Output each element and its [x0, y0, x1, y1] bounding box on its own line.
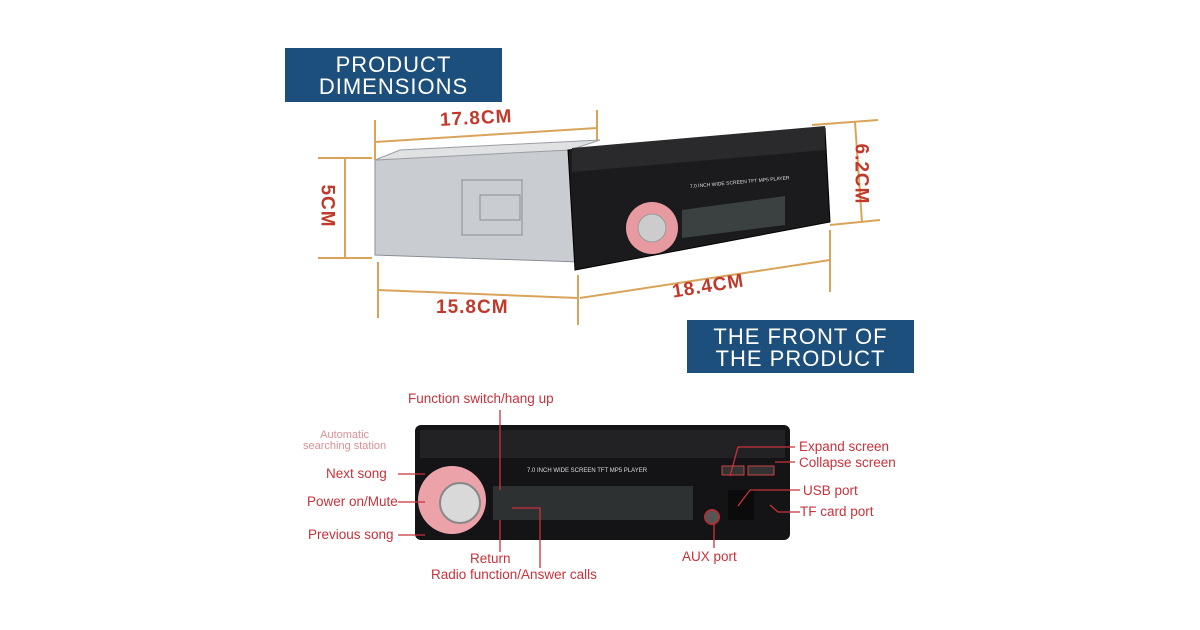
- label-line: searching station: [303, 440, 387, 452]
- callout-lines: [398, 410, 800, 568]
- label-function-switch: Function switch/hang up: [408, 391, 554, 406]
- front-device: 7.0 INCH WIDE SCREEN TFT MP5 PLAYER: [415, 425, 790, 540]
- label-auto-search: Automatic searching station: [303, 430, 386, 452]
- label-expand: Expand screen: [799, 439, 890, 454]
- dim-front-height: 6.2CM: [850, 143, 872, 205]
- label-collapse: Collapse screen: [799, 455, 896, 470]
- label-next-song: Next song: [326, 466, 387, 481]
- dim-top-length: 17.8CM: [439, 106, 514, 131]
- dim-case-height: 5CM: [316, 184, 338, 228]
- front-panel-text: 7.0 INCH WIDE SCREEN TFT MP5 PLAYER: [527, 468, 648, 474]
- banner-line: PRODUCT: [335, 52, 452, 77]
- label-line: Automatic: [320, 429, 370, 441]
- top-device: 7.0 INCH WIDE SCREEN TFT MP5 PLAYER: [374, 126, 831, 271]
- banner-line: THE FRONT OF: [713, 324, 888, 349]
- label-return: Return: [470, 551, 511, 566]
- front-of-product-banner: THE FRONT OF THE PRODUCT: [687, 320, 914, 373]
- banner-line: DIMENSIONS: [318, 74, 469, 99]
- label-tf: TF card port: [800, 504, 874, 519]
- label-radio: Radio function/Answer calls: [431, 567, 597, 582]
- label-usb: USB port: [803, 483, 858, 498]
- dimension-lines: [318, 110, 881, 325]
- dim-bottom-length: 15.8CM: [436, 297, 509, 318]
- banner-line: THE PRODUCT: [715, 346, 886, 371]
- label-previous-song: Previous song: [308, 527, 394, 542]
- label-aux: AUX port: [682, 549, 737, 564]
- product-dimensions-banner: PRODUCT DIMENSIONS: [285, 48, 502, 102]
- label-power: Power on/Mute: [307, 494, 398, 509]
